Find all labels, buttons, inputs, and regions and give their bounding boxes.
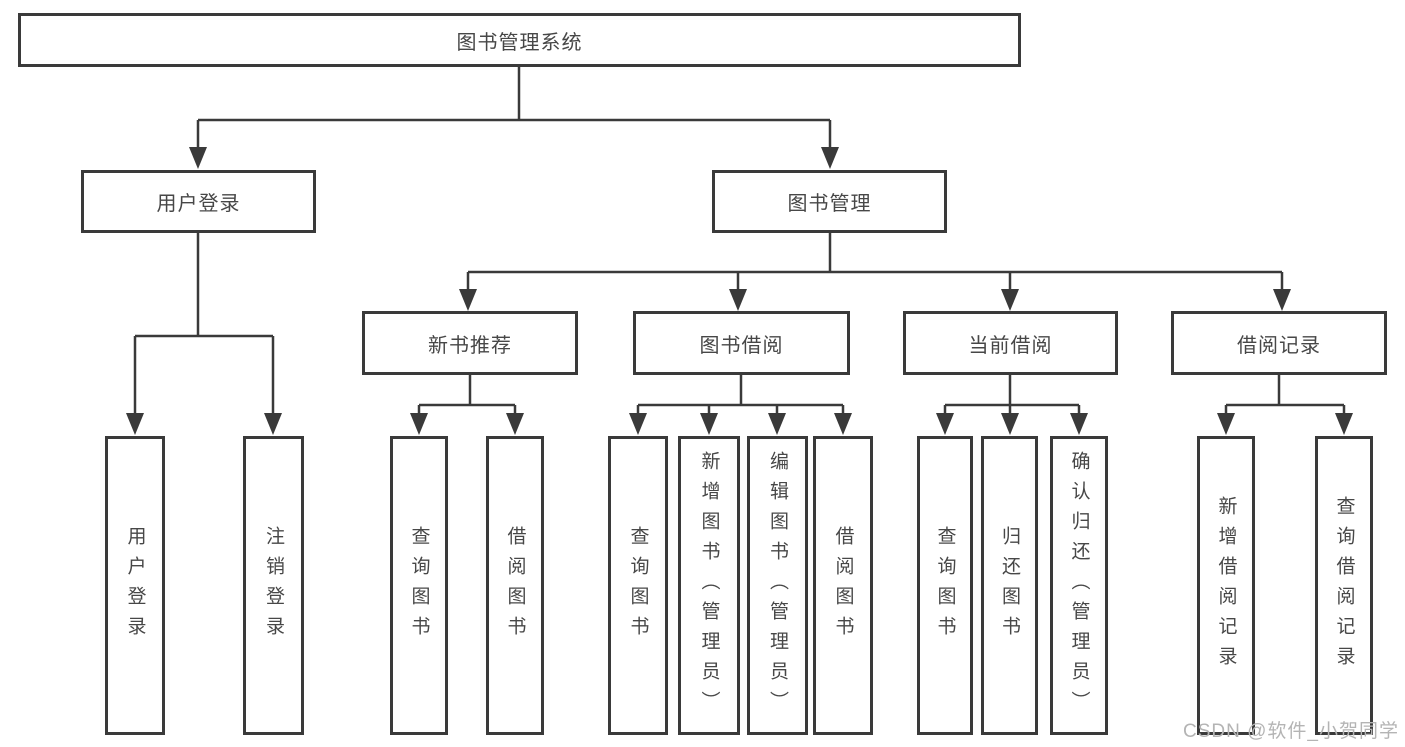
node-root: 图书管理系统 bbox=[18, 13, 1021, 67]
node-current-borrow: 当前借阅 bbox=[903, 311, 1118, 375]
node-book-management-label: 图书管理 bbox=[787, 193, 872, 215]
arrow-icon bbox=[126, 413, 144, 435]
arrow-icon bbox=[821, 147, 839, 169]
leaf-query-books-current: 查询图书 bbox=[917, 436, 973, 735]
node-user-login-label: 用户登录 bbox=[156, 193, 241, 215]
node-borrow-records: 借阅记录 bbox=[1171, 311, 1387, 375]
arrow-icon bbox=[410, 413, 428, 435]
node-new-book-recommend-label: 新书推荐 bbox=[428, 334, 512, 357]
leaf-query-books-borrow: 查询图书 bbox=[608, 436, 668, 735]
connector-borrow-records bbox=[1224, 375, 1346, 416]
node-current-borrow-label: 当前借阅 bbox=[968, 334, 1053, 357]
leaf-add-book-admin: 新增图书（管理员） bbox=[678, 436, 740, 735]
arrow-icon bbox=[1001, 289, 1019, 311]
leaf-edit-book-admin: 编辑图书（管理员） bbox=[747, 436, 808, 735]
leaf-return-books: 归还图书 bbox=[981, 436, 1038, 735]
connector-book-borrow bbox=[636, 375, 845, 416]
node-user-login: 用户登录 bbox=[81, 170, 316, 233]
node-book-borrow-label: 图书借阅 bbox=[699, 334, 784, 357]
connector-root bbox=[196, 67, 832, 150]
connector-book-management bbox=[466, 233, 1284, 290]
connector-user-login bbox=[133, 233, 275, 416]
node-borrow-records-label: 借阅记录 bbox=[1237, 334, 1321, 357]
node-new-book-recommend: 新书推荐 bbox=[362, 311, 578, 375]
connector-new-book-recommend bbox=[417, 375, 517, 416]
leaf-add-borrow-record: 新增借阅记录 bbox=[1197, 436, 1255, 735]
arrow-icon bbox=[1273, 289, 1291, 311]
arrow-icon bbox=[834, 413, 852, 435]
leaf-borrow-books-recommend: 借阅图书 bbox=[486, 436, 544, 735]
node-root-label: 图书管理系统 bbox=[456, 31, 583, 54]
arrow-icon bbox=[459, 289, 477, 311]
leaf-query-borrow-record: 查询借阅记录 bbox=[1315, 436, 1373, 735]
arrow-icon bbox=[1217, 413, 1235, 435]
arrow-icon bbox=[629, 413, 647, 435]
leaf-confirm-return-admin: 确认归还（管理员） bbox=[1050, 436, 1108, 735]
node-book-management: 图书管理 bbox=[712, 170, 947, 233]
arrow-icon bbox=[1070, 413, 1088, 435]
arrow-icon bbox=[936, 413, 954, 435]
arrow-icon bbox=[189, 147, 207, 169]
leaf-query-books-recommend: 查询图书 bbox=[390, 436, 448, 735]
arrow-icon bbox=[264, 413, 282, 435]
arrow-icon bbox=[1001, 413, 1019, 435]
arrow-icon bbox=[506, 413, 524, 435]
arrow-icon bbox=[729, 289, 747, 311]
arrow-icon bbox=[768, 413, 786, 435]
arrow-icon bbox=[700, 413, 718, 435]
leaf-borrow-books-borrow: 借阅图书 bbox=[813, 436, 873, 735]
leaf-user-login: 用户登录 bbox=[105, 436, 165, 735]
node-book-borrow: 图书借阅 bbox=[633, 311, 850, 375]
arrowheads bbox=[126, 147, 1353, 435]
connector-current-borrow bbox=[943, 375, 1081, 416]
arrow-icon bbox=[1335, 413, 1353, 435]
leaf-logout: 注销登录 bbox=[243, 436, 304, 735]
csdn-watermark: CSDN @软件_小贺同学 bbox=[1183, 721, 1399, 742]
